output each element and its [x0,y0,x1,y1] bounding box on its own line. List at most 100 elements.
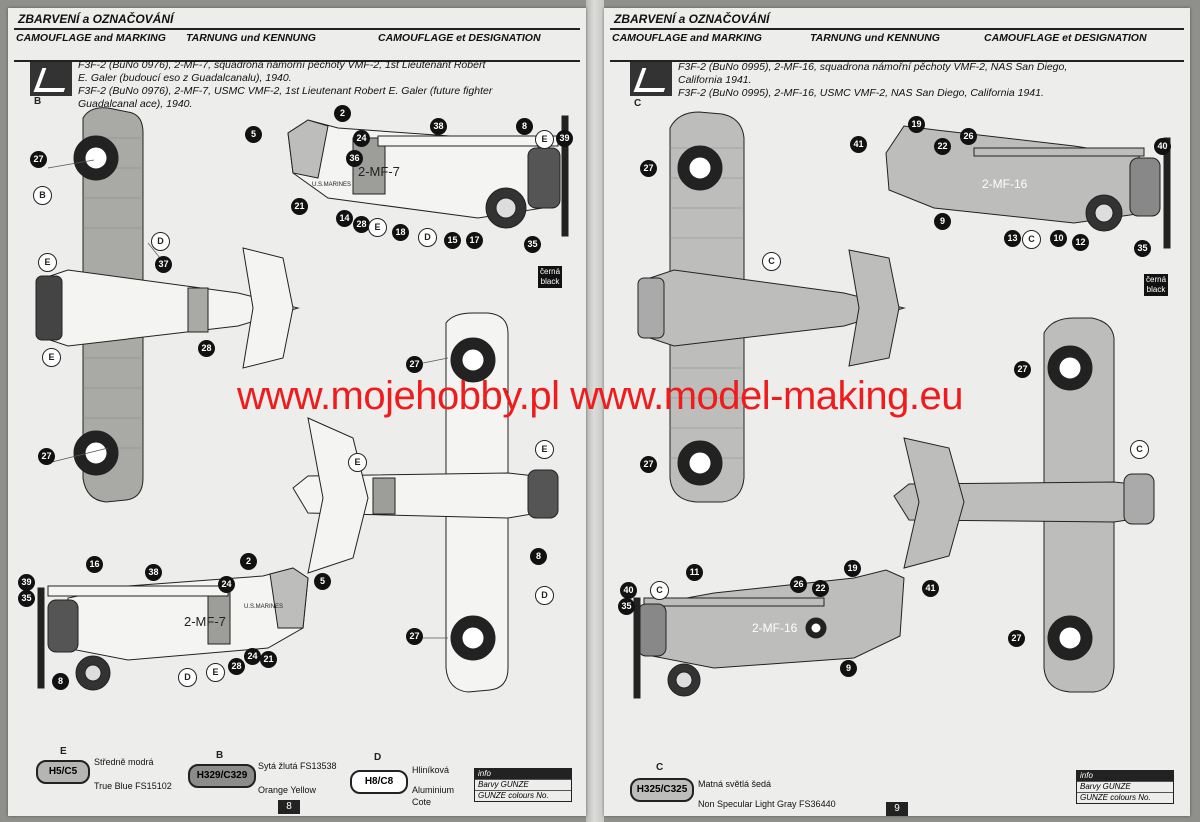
scheme-logo-icon [630,62,673,96]
callout: B [33,186,52,205]
callout: 16 [86,556,103,573]
left-subtitle-1: CAMOUFLAGE and MARKING [16,32,166,44]
right-subtitle-2: TARNUNG und KENNUNG [810,32,940,44]
right-desc-line-3: F3F-2 (BuNo 0995), 2-MF-16, USMC VMF-2, … [678,87,1044,99]
callout: 41 [922,580,939,597]
swatch-label: Sytá žlutá FS13538 Orange Yellow [258,761,337,795]
side-view-top [885,125,1171,249]
fuselage-code: 2-MF-7 [358,164,400,179]
callout: 27 [38,448,55,465]
callout: 28 [228,658,245,675]
callout: 40 [620,582,637,599]
callout: E [535,130,554,149]
right-page: ZBARVENÍ a OZNAČOVÁNÍ CAMOUFLAGE and MAR… [604,8,1190,816]
callout: C [650,581,669,600]
callout: 2 [334,105,351,122]
callout: 10 [1050,230,1067,247]
page-gutter [586,0,604,822]
fuselage-code: 2-MF-7 [184,614,226,629]
left-scheme-letter: B [34,96,42,107]
callout: E [348,453,367,472]
callout: E [38,253,57,272]
callout: 24 [244,648,261,665]
right-desc-line-1: F3F-2 (BuNo 0995), 2-MF-16, squadrona ná… [678,61,1068,73]
callout: 24 [353,130,370,147]
callout: E [206,663,225,682]
callout: 35 [618,598,635,615]
callout: 2 [240,553,257,570]
callout: 27 [640,456,657,473]
callout: 21 [260,651,277,668]
callout: 27 [30,151,47,168]
left-subtitle-3: CAMOUFLAGE et DESIGNATION [378,32,541,44]
callout: 9 [934,213,951,230]
swatch-chip: H329/C329 [188,764,256,788]
swatch-label: Středně modrá True Blue FS15102 [94,757,172,791]
swatch-chip: H8/C8 [350,770,408,794]
fuselage-code: 2-MF-16 [752,621,798,635]
swatch-letter: D [374,752,382,763]
callout: 24 [218,576,235,593]
callout: 15 [444,232,461,249]
callout: 41 [850,136,867,153]
side-view-bottom [37,567,309,691]
callout: 17 [466,232,483,249]
callout: C [1022,230,1041,249]
callout: 28 [353,216,370,233]
callout: D [178,668,197,687]
info-box: info Barvy GUNZE GUNZE colours No. [474,768,572,802]
callout: 39 [556,130,573,147]
left-desc-line-3: F3F-2 (BuNo 0976), 2-MF-7, USMC VMF-2, 1… [78,85,493,97]
callout: 27 [406,628,423,645]
callout: 35 [18,590,35,607]
left-description: F3F-2 (BuNo 0976), 2-MF-7, squadrona nám… [78,59,492,111]
left-subtitle-2: TARNUNG und KENNUNG [186,32,316,44]
callout: 36 [346,150,363,167]
callout: 39 [18,574,35,591]
right-scheme-letter: C [634,98,642,109]
callout: 27 [640,160,657,177]
fuselage-code: U.S.MARINES [244,604,283,610]
callout: 19 [844,560,861,577]
callout: 38 [430,118,447,135]
callout: 26 [790,576,807,593]
swatch-chip: H5/C5 [36,760,90,784]
callout: 8 [530,548,547,565]
page-number: 9 [886,802,908,816]
info-box: info Barvy GUNZE GUNZE colours No. [1076,770,1174,804]
side-view-top [287,115,569,237]
callout: 22 [934,138,951,155]
callout: E [368,218,387,237]
callout: 21 [291,198,308,215]
left-header-bar [14,28,580,62]
side-view-bottom [633,569,905,699]
color-tag-black: černá black [1144,274,1169,296]
callout: E [42,348,61,367]
swatch-label: Matná světlá šedá Non Specular Light Gra… [698,779,836,809]
right-desc-line-2: California 1941. [678,74,752,86]
callout: 12 [1072,234,1089,251]
callout: 40 [1154,138,1171,155]
left-desc-line-2: E. Galer (budoucí eso z Guadalcanalu), 1… [78,72,292,84]
callout: 8 [516,118,533,135]
swatch-letter: B [216,750,224,761]
callout: D [535,586,554,605]
callout: 27 [1008,630,1025,647]
fuselage-code: U.S.MARINES [312,182,351,188]
callout: 27 [406,356,423,373]
plan-view-upper [637,111,906,503]
page-number: 8 [278,800,300,814]
callout: 11 [686,564,703,581]
callout: D [418,228,437,247]
swatch-label: Hliníková Aluminium Cote [412,765,455,807]
callout: C [1130,440,1149,459]
callout: 27 [1014,361,1031,378]
callout: 9 [840,660,857,677]
right-subtitle-1: CAMOUFLAGE and MARKING [612,32,762,44]
left-desc-line-4: Guadalcanal ace), 1940. [78,98,193,110]
plan-view-lower [893,317,1155,693]
left-page: ZBARVENÍ a OZNAČOVÁNÍ CAMOUFLAGE and MAR… [8,8,586,816]
plan-view-lower [292,312,559,693]
left-desc-line-1: F3F-2 (BuNo 0976), 2-MF-7, squadrona nám… [78,59,486,71]
callout: 35 [1134,240,1151,257]
